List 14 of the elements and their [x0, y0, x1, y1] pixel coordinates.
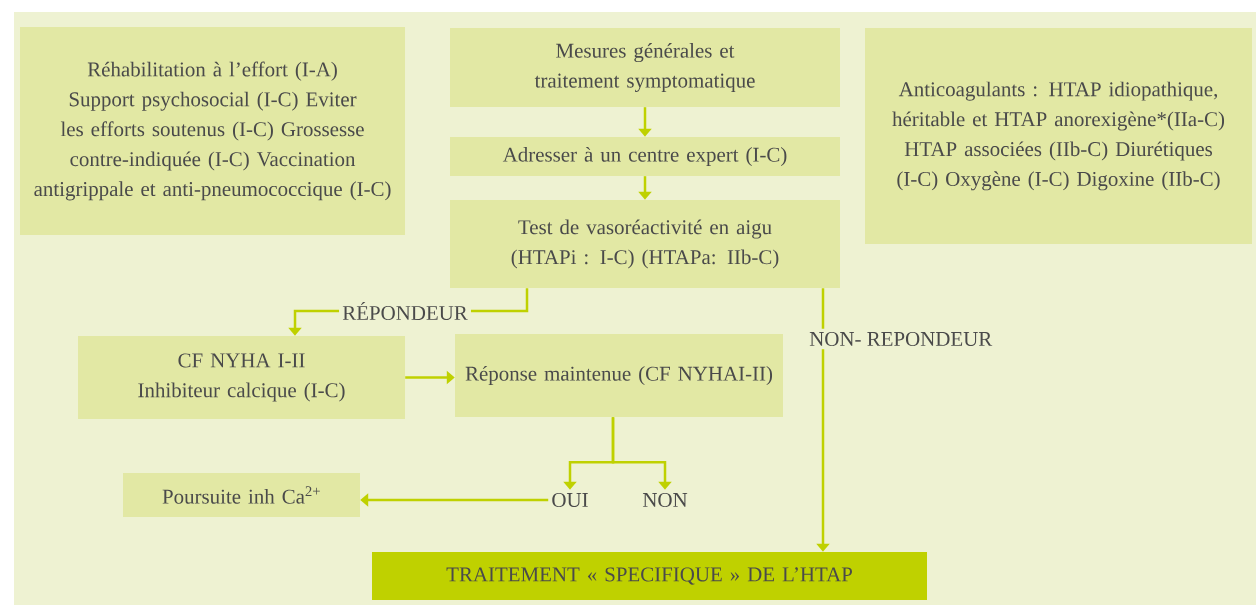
arrow: [611, 417, 672, 490]
branch-label: OUI: [552, 492, 588, 507]
process-box: Poursuite inh Ca$^{2+}$: [123, 473, 360, 517]
process-box: Réhabilitation à l’effort (I-A) Support psychosocial (I-C) Eviter les efforts soutenus (I-C) Grossesse contre-indiquée (I-C) Vaccination antigrippale et anti-pneumococcique (I-C): [20, 27, 405, 235]
process-box: Test de vasoréactivité en aigu (HTAPi : I-C) (HTAPa: IIb-C): [450, 200, 840, 288]
branch-label: RÉPONDEUR: [342, 301, 468, 321]
process-box: Anticoagulants : HTAP idiopathique, héritable et HTAP anorexigène*(IIa-C) HTAP associées (IIb-C) Diurétiques (I-C) Oxygène (I-C) Digoxine (IIb-C): [865, 28, 1252, 244]
process-box: Mesures générales et traitement symptomatique: [450, 28, 840, 107]
branch-label: NON: [642, 492, 688, 507]
process-box: Adresser à un centre expert (I-C): [450, 137, 840, 176]
process-box: Réponse maintenue (CF NYHAI-II): [455, 334, 783, 417]
branch-label: NON- REPONDEUR: [809, 331, 993, 346]
result-box: TRAITEMENT « SPECIFIQUE » DE L’HTAP: [372, 552, 927, 600]
process-box: CF NYHA I-II Inhibiteur calcique (I-C): [78, 336, 405, 419]
